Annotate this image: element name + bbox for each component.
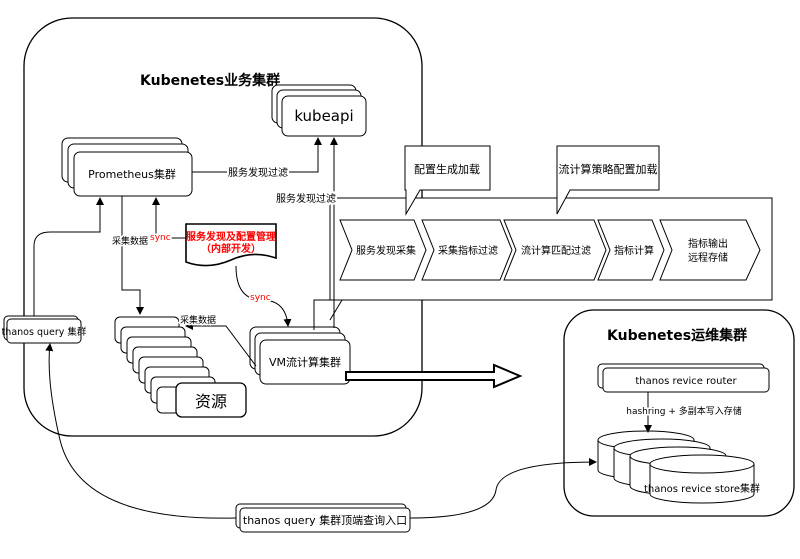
edge-prometheus-kubeapi (192, 137, 322, 173)
ops-cluster-container (563, 309, 795, 517)
discovery-manager-node: 服务发现及配置管理 （内部开发） (185, 223, 277, 267)
resources-node: 资源 (114, 316, 247, 418)
callout-config-gen: 配置生成加载 (404, 145, 491, 216)
prometheus-label: Prometheus集群 (88, 167, 176, 181)
pipeline-step-2-label: 采集指标过滤 (438, 244, 498, 257)
edge-discovery-vm (235, 265, 292, 327)
pipeline-step-5 (659, 219, 761, 281)
pipeline-step-5-label-2: 远程存储 (688, 251, 728, 264)
edge-vm-resources (185, 322, 257, 367)
ops-cluster-title: Kubenetes运维集群 (607, 327, 747, 344)
discovery-manager-line1: 服务发现及配置管理 (186, 230, 276, 243)
thanos-query-entry-label: thanos query 集群顶端查询入口 (243, 513, 407, 527)
edge-label-svc-filter-1: 服务发现过滤 (228, 166, 288, 179)
thanos-router-node: thanos revice router (597, 363, 770, 393)
edge-entry-thanos-query (45, 343, 237, 519)
callout-config-gen-label: 配置生成加载 (414, 162, 480, 176)
edge-label-svc-filter-2: 服务发现过滤 (276, 192, 336, 205)
thanos-store-label: thanos revice store集群 (644, 482, 760, 495)
edge-label-sync-2: sync (250, 293, 271, 303)
resources-label: 资源 (195, 392, 227, 411)
thanos-query-entry-node: thanos query 集群顶端查询入口 (235, 503, 411, 533)
edge-vm-router-big-arrow (345, 363, 523, 389)
edge-label-hashring: hashring + 多副本写入存储 (626, 405, 742, 417)
pipeline-step-4 (597, 219, 665, 281)
kubeapi-label: kubeapi (294, 107, 353, 125)
edge-entry-store (409, 458, 597, 519)
pipeline-step-1 (339, 219, 427, 281)
edge-label-collect-1: 采集数据 (112, 235, 148, 247)
pipeline-step-3-label: 流计算匹配过滤 (521, 244, 591, 257)
edge-label-collect-2: 采集数据 (180, 314, 216, 326)
callout-strategy-load-label: 流计算策略配置加载 (559, 162, 658, 176)
prometheus-node: Prometheus集群 (61, 137, 193, 197)
edge-discovery-prometheus (152, 197, 186, 239)
pipeline-steps: 服务发现采集 采集指标过滤 流计算匹配过滤 指标计算 指标输出 远程存储 (339, 219, 761, 281)
pipeline-step-4-label: 指标计算 (614, 244, 654, 257)
pipeline-pointer (313, 299, 343, 330)
thanos-router-label: thanos revice router (635, 376, 737, 387)
thanos-store-node: thanos revice store集群 (597, 430, 760, 504)
kubeapi-node: kubeapi (271, 84, 367, 137)
callout-strategy-load: 流计算策略配置加载 (556, 145, 660, 215)
thanos-query-label: thanos query 集群 (2, 326, 87, 338)
pipeline-step-5-label-1: 指标输出 (688, 237, 728, 250)
pipeline-step-2 (421, 219, 513, 281)
vm-cluster-node: VM流计算集群 (249, 326, 351, 385)
business-cluster-title: Kubenetes业务集群 (140, 72, 280, 89)
vm-cluster-label: VM流计算集群 (269, 355, 341, 369)
discovery-manager-line2: （内部开发） (201, 242, 261, 255)
edge-prometheus-resources (121, 196, 144, 315)
edge-label-sync-1: sync (150, 233, 171, 243)
thanos-query-node: thanos query 集群 (2, 315, 87, 344)
pipeline-step-3 (503, 219, 607, 281)
pipeline-step-1-label: 服务发现采集 (356, 244, 416, 257)
edge-thanos-query-prometheus (33, 197, 104, 316)
